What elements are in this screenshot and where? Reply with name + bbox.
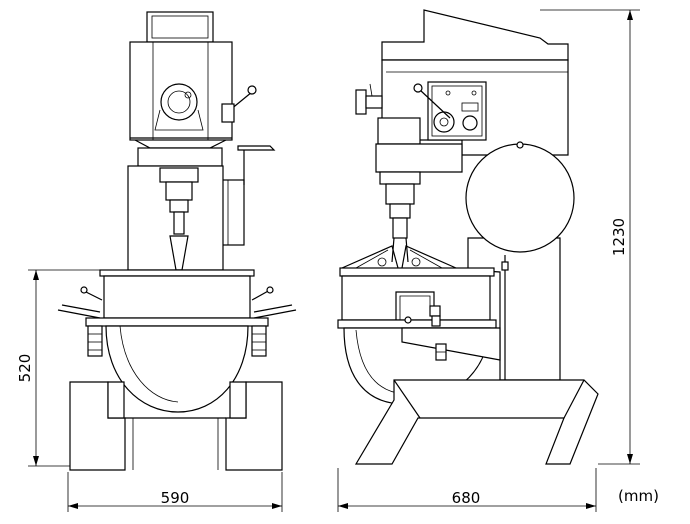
front-width-label: 590	[161, 489, 190, 507]
side-view	[337, 9, 599, 465]
unit-note: (mm)	[618, 487, 659, 505]
front-height-label: 520	[16, 354, 34, 383]
dim-side-width: 680	[337, 468, 597, 512]
dim-side-height: 1230	[540, 9, 640, 465]
side-width-label: 680	[452, 489, 481, 507]
front-view	[57, 11, 297, 471]
dim-front-height: 520	[16, 269, 102, 467]
dim-front-width: 590	[67, 472, 283, 512]
side-height-label: 1230	[610, 218, 628, 256]
